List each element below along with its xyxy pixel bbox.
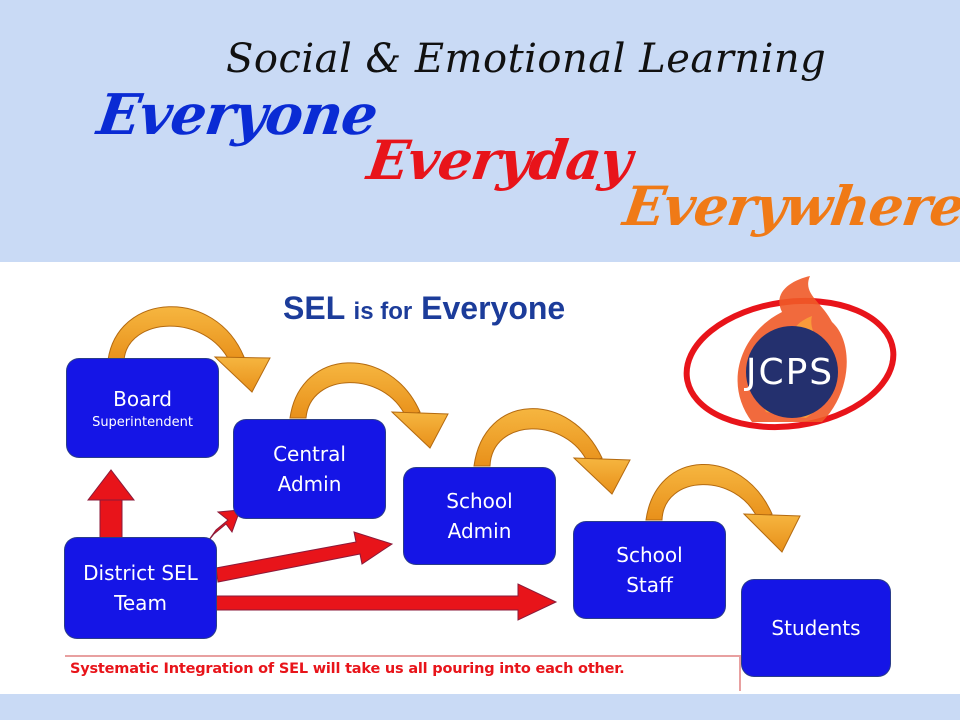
word-everyone: Everyone: [93, 82, 382, 148]
footer-caption: Systematic Integration of SEL will take …: [70, 661, 625, 677]
box-school-admin-label-1: School: [446, 489, 513, 513]
title-sel: SEL: [283, 290, 354, 326]
arch-arrow-2: [289, 362, 449, 449]
box-board: Board Superintendent: [67, 359, 218, 457]
red-arrow-to-school-staff: [215, 583, 558, 621]
red-arrow-to-central: [205, 509, 241, 545]
box-board-sublabel: Superintendent: [92, 415, 193, 430]
red-arrow-to-school-admin: [215, 531, 394, 583]
box-central-label-1: Central: [273, 442, 346, 466]
box-school-staff-label-1: School: [616, 543, 683, 567]
page-title: Social & Emotional Learning: [226, 36, 827, 82]
word-everyday: Everyday: [363, 128, 636, 192]
box-school-admin-label-2: Admin: [447, 519, 512, 543]
box-students: Students: [742, 580, 890, 676]
footer-vertical-divider: [739, 655, 741, 691]
title-everyone: Everyone: [412, 290, 566, 326]
box-school-admin: School Admin: [404, 468, 555, 564]
flow-diagram: [86, 306, 801, 621]
box-school-staff-label-2: Staff: [626, 573, 673, 597]
box-central-label-2: Admin: [277, 472, 342, 496]
box-students-label: Students: [771, 616, 861, 640]
box-district-label-1: District SEL: [83, 561, 198, 585]
jcps-logo: JCPS: [683, 276, 897, 431]
arch-arrow-3: [473, 408, 631, 495]
header-banner: Social & Emotional Learning Everyone Eve…: [0, 0, 960, 262]
bottom-strip: [0, 694, 960, 720]
footer-divider: [65, 655, 741, 657]
box-board-label: Board: [113, 387, 172, 411]
red-arrow-up: [86, 469, 136, 539]
word-everywhere: Everywhere: [619, 174, 960, 238]
box-central-admin: Central Admin: [234, 420, 385, 518]
arch-arrow-4: [645, 464, 801, 553]
title-is-for: is for: [353, 298, 413, 325]
box-district-sel-team: District SEL Team: [65, 538, 216, 638]
box-school-staff: School Staff: [574, 522, 725, 618]
logo-text: JCPS: [744, 352, 834, 393]
arch-arrow-1: [107, 306, 271, 393]
box-district-label-2: Team: [114, 591, 167, 615]
diagram-title: SEL is for Everyone: [283, 290, 565, 327]
